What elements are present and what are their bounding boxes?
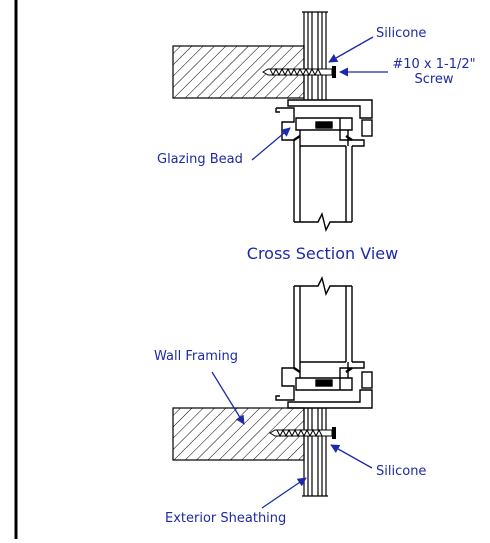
arrow-silicone-top — [328, 36, 374, 63]
sheathing-lines-bottom — [302, 408, 328, 497]
bottom-detail — [172, 275, 373, 497]
glass-unit-bottom — [293, 275, 353, 363]
arrow-silicone-bottom — [330, 444, 373, 469]
label-screw: Screw — [414, 72, 454, 87]
frame-profile-bottom — [275, 361, 373, 409]
screw-bottom — [269, 427, 336, 439]
sheathing-lines-top — [302, 11, 328, 100]
arrow-exterior-sheathing — [261, 477, 307, 509]
glass-unit-top — [293, 145, 353, 233]
leader-arrows — [211, 36, 388, 509]
frame-profile-top — [275, 99, 373, 147]
label-wall-framing: Wall Framing — [154, 349, 238, 364]
screw-top — [262, 66, 336, 78]
diagram-title: Cross Section View — [246, 244, 399, 263]
label-glazing-bead: Glazing Bead — [157, 152, 243, 167]
label-screw-size: #10 x 1-1/2" — [392, 57, 476, 72]
arrow-wall-framing — [211, 371, 245, 425]
label-silicone-bottom: Silicone — [376, 464, 427, 479]
arrow-glazing-bead — [251, 127, 291, 161]
label-exterior-sheathing: Exterior Sheathing — [165, 511, 287, 526]
top-detail — [172, 11, 373, 233]
label-silicone-top: Silicone — [376, 26, 427, 41]
